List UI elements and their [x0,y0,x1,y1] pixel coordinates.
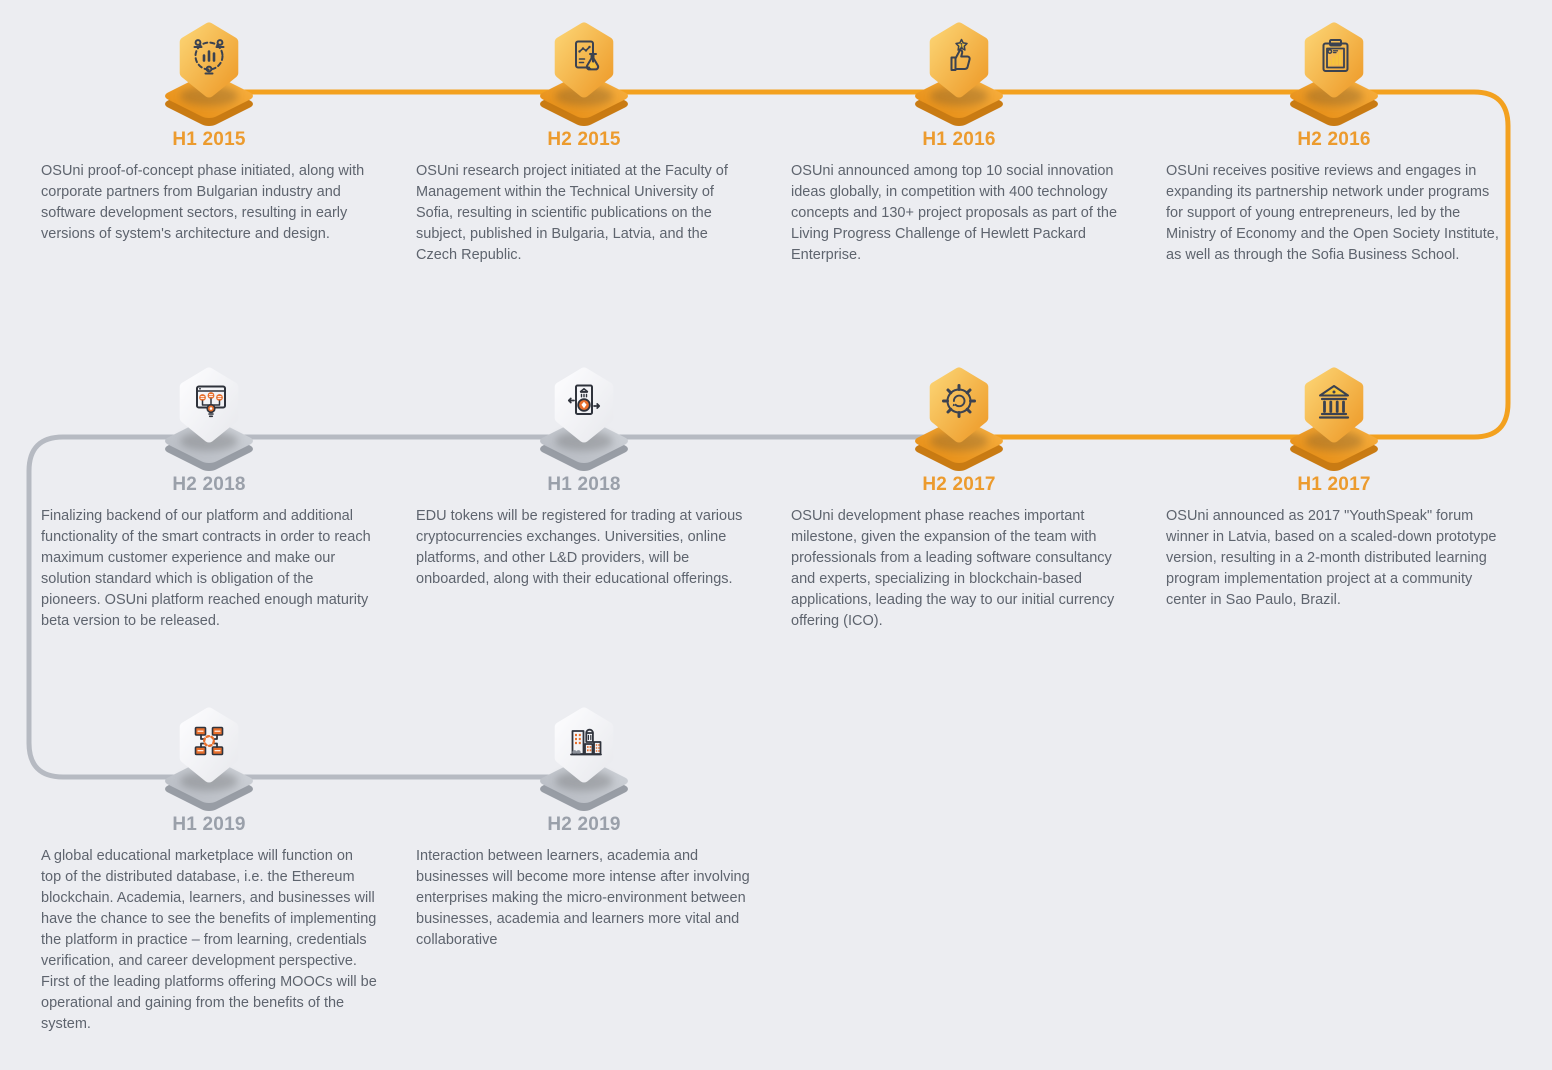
connector-path-orange [209,89,1511,440]
badge-hexagon [554,22,614,98]
milestone-description: EDU tokens will be registered for tradin… [416,508,743,587]
milestone-heading: H1 2018 [547,474,621,495]
milestone-description: OSUni announced as 2017 "YouthSpeak" for… [1166,508,1497,608]
svg-text:1: 1 [960,42,964,49]
milestone-heading: H1 2016 [922,129,996,150]
milestone-description: OSUni development phase reaches importan… [791,508,1115,629]
chart-network-icon [193,39,225,75]
milestone-description: A global educational marketplace will fu… [41,848,377,1032]
timeline-marker [514,357,654,489]
award-thumbs-up-icon: 1 [950,38,971,71]
milestone-heading: H1 2017 [1297,474,1371,495]
badge-hexagon [929,22,989,98]
milestone-heading: H1 2019 [172,814,246,835]
timeline-marker [514,12,654,144]
milestone-heading: H2 2018 [172,474,246,495]
milestone-description: OSUni proof-of-concept phase initiated, … [41,163,365,242]
distributed-network-icon [194,726,224,756]
milestone-description: OSUni announced among top 10 social inno… [791,163,1118,263]
token-exchange-icon [567,384,601,415]
milestone-heading: H2 2019 [547,814,621,835]
milestone-description: Interaction between learners, academia a… [416,848,750,948]
bank-building-icon [1318,385,1350,419]
platform-window-icon [196,385,226,418]
timeline-marker [139,697,279,829]
milestone-description: OSUni research project initiated at the … [416,163,728,263]
gear-sync-icon [942,384,976,418]
badge-hexagon [1304,367,1364,443]
timeline-marker [1264,12,1404,144]
timeline-marker [139,12,279,144]
connector-path-gray [26,434,959,780]
timeline-marker [514,697,654,829]
clipboard-report-icon [1322,39,1349,72]
research-scroll-flask-icon [575,40,600,71]
timeline-marker: 1 [889,12,1029,144]
milestone-heading: H2 2016 [1297,129,1371,150]
timeline-marker [1264,357,1404,489]
milestone-heading: H1 2015 [172,129,246,150]
timeline-marker [889,357,1029,489]
milestone-heading: H2 2015 [547,129,621,150]
milestone-heading: H2 2017 [922,474,996,495]
milestone-description: OSUni receives positive reviews and enga… [1166,163,1499,263]
city-buildings-icon [570,728,602,756]
milestone-description: Finalizing backend of our platform and a… [41,508,371,629]
timeline-marker [139,357,279,489]
